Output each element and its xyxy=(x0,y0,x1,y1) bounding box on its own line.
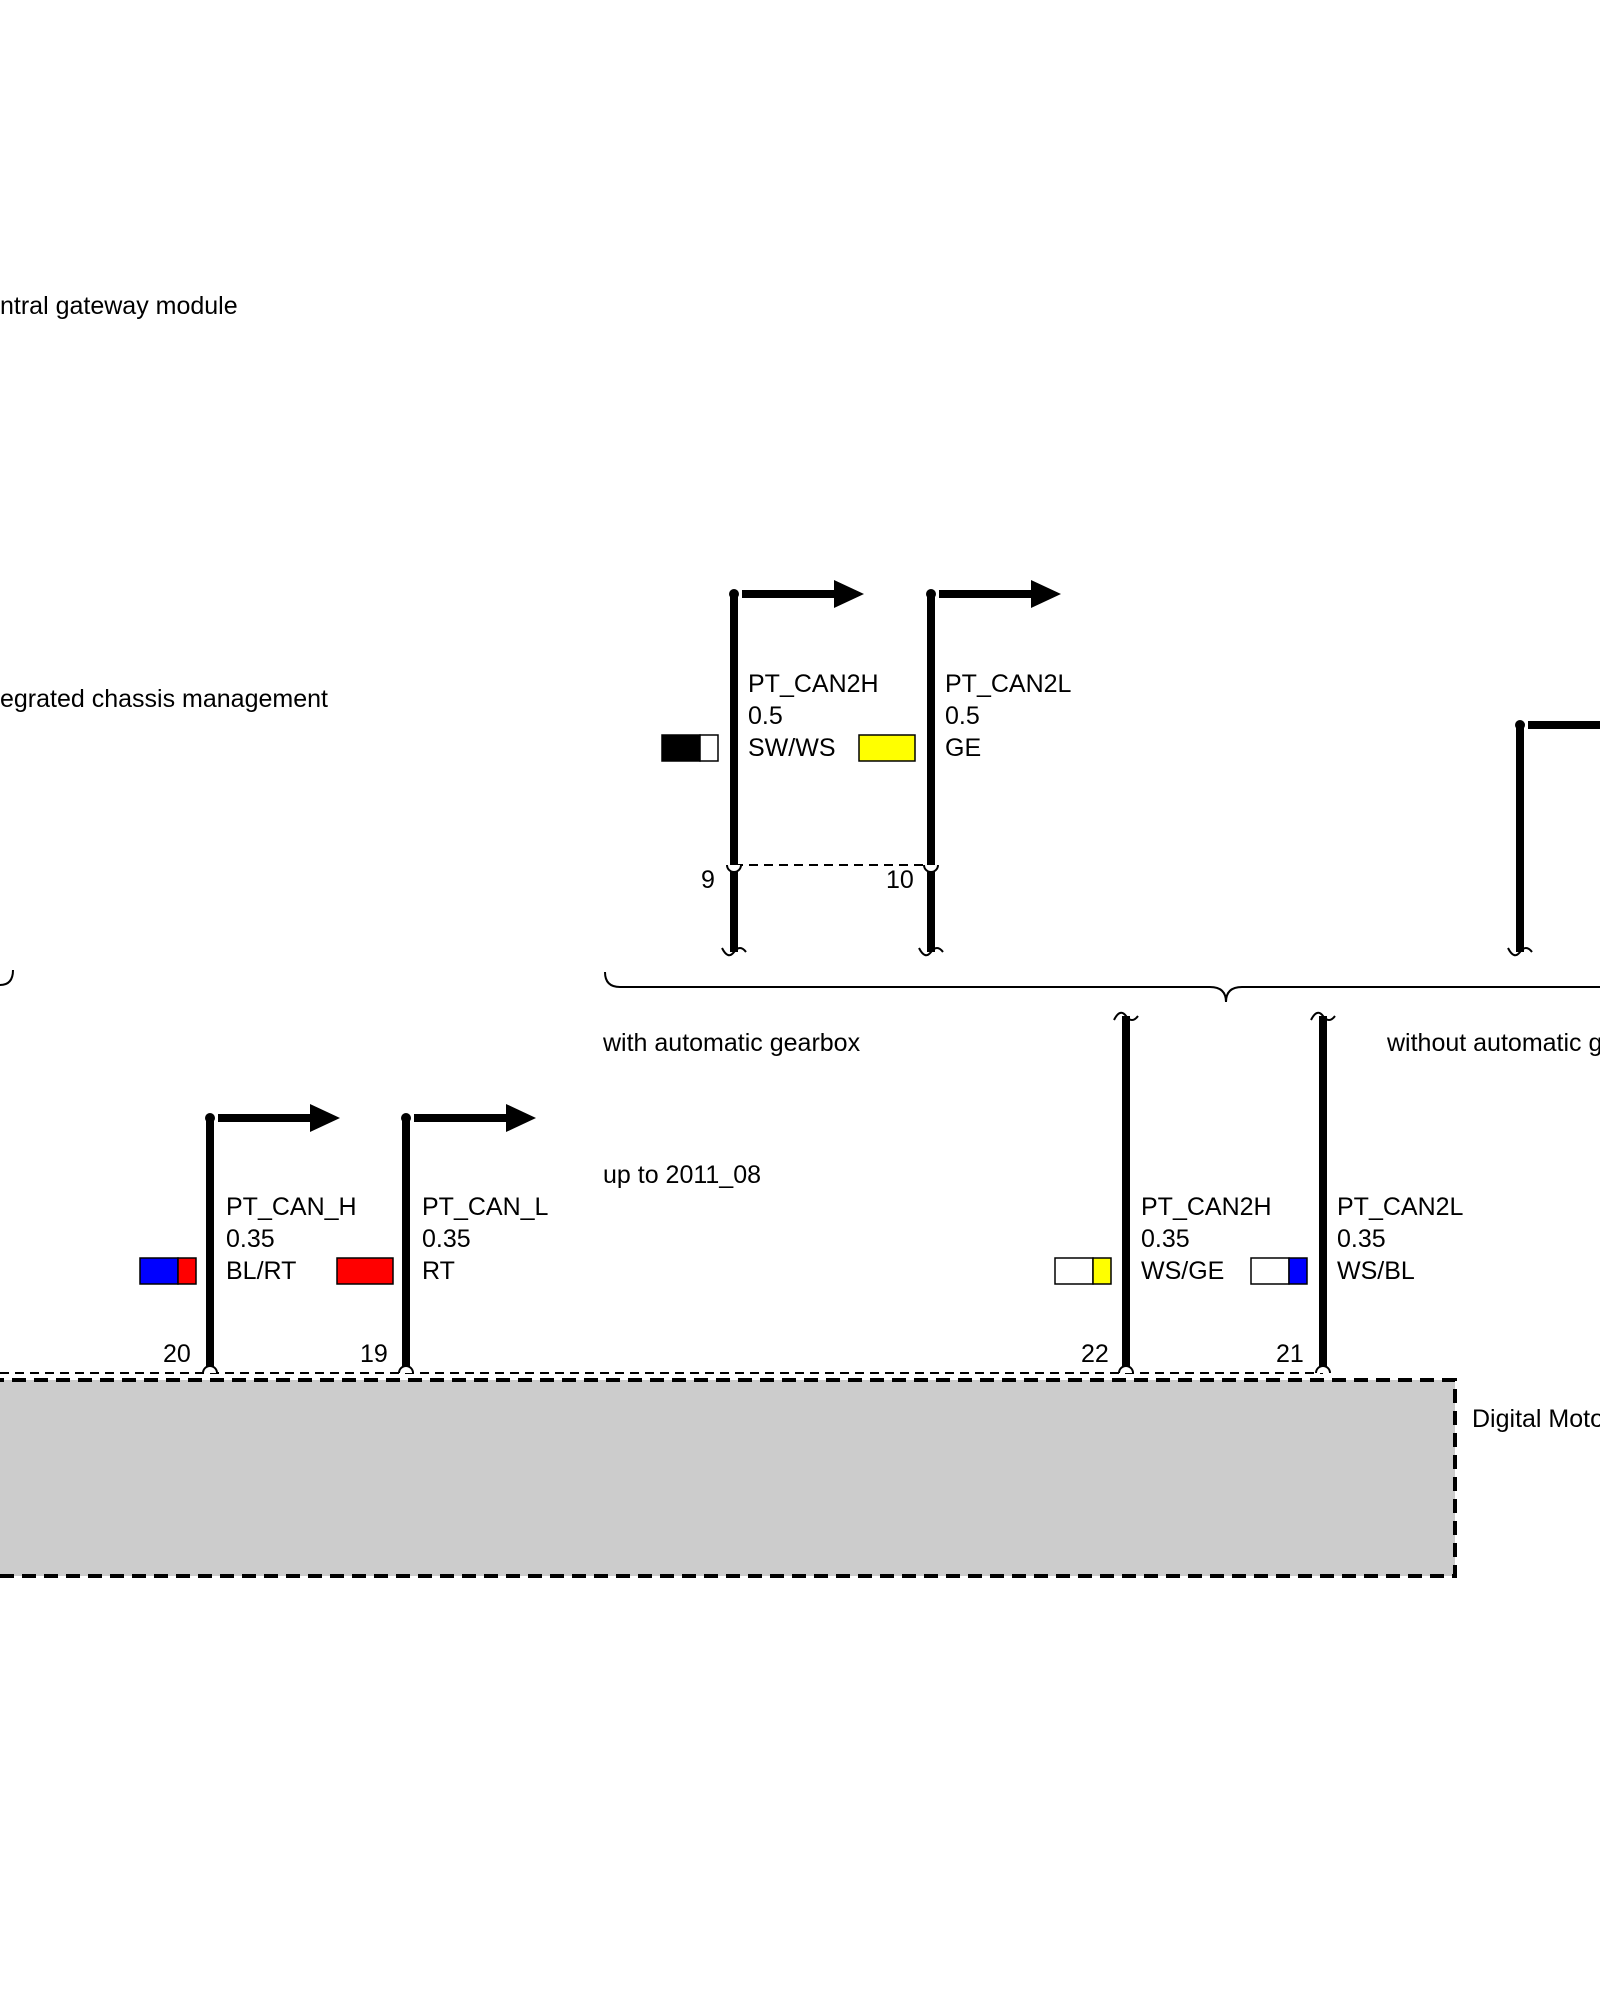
wire-signal: PT_CAN_L xyxy=(422,1193,549,1221)
pin-socket-icon xyxy=(1315,1365,1331,1374)
wire-gauge: 0.5 xyxy=(748,702,783,730)
pin-number: 20 xyxy=(163,1340,191,1368)
color-swatch-ge xyxy=(858,734,916,762)
wire-break-icon xyxy=(721,947,747,957)
up-to-date-label: up to 2011_08 xyxy=(603,1161,761,1189)
junction-dot xyxy=(401,1113,411,1123)
pin-socket-icon xyxy=(1118,1365,1134,1374)
color-swatch-ws xyxy=(699,734,719,762)
wire-break-icon xyxy=(918,947,944,957)
junction-dot xyxy=(1515,720,1525,730)
pin-number: 22 xyxy=(1081,1340,1109,1368)
wire-10: PT_CAN2L 0.5 GE 10 xyxy=(858,580,1072,957)
junction-dot xyxy=(926,589,936,599)
gearbox-option-brace xyxy=(604,971,1600,1003)
with-auto-gearbox-label: with automatic gearbox xyxy=(602,1029,861,1057)
wire-gauge: 0.35 xyxy=(226,1225,275,1253)
arrow-right-icon xyxy=(1031,580,1061,608)
wire-gauge: 0.5 xyxy=(945,702,980,730)
dme-module-label: Digital Moto xyxy=(1472,1405,1600,1433)
wire-gauge: 0.35 xyxy=(1337,1225,1386,1253)
pin-socket-icon xyxy=(726,864,742,873)
wire-gauge: 0.35 xyxy=(1141,1225,1190,1253)
without-auto-gearbox-label: without automatic g xyxy=(1386,1029,1600,1057)
wire-color-code: SW/WS xyxy=(748,734,836,762)
wire-color-code: WS/BL xyxy=(1337,1257,1415,1285)
junction-dot xyxy=(205,1113,215,1123)
wire-9: PT_CAN2H 0.5 SW/WS 9 xyxy=(661,580,879,957)
dme-module-box xyxy=(0,1378,1457,1578)
wire-partial-right xyxy=(1507,720,1600,957)
wire-gauge: 0.35 xyxy=(422,1225,471,1253)
pin-number: 19 xyxy=(360,1340,388,1368)
central-gateway-label: ntral gateway module xyxy=(0,292,238,320)
wire-signal: PT_CAN2H xyxy=(748,670,879,698)
wire-signal: PT_CAN2L xyxy=(945,670,1072,698)
color-swatch-bl xyxy=(1288,1257,1308,1285)
wire-19: PT_CAN_L 0.35 RT 19 xyxy=(336,1104,549,1374)
wire-color-code: BL/RT xyxy=(226,1257,296,1285)
wire-color-code: WS/GE xyxy=(1141,1257,1224,1285)
left-brace-fragment xyxy=(0,969,14,986)
arrow-right-icon xyxy=(834,580,864,608)
arrow-right-icon xyxy=(310,1104,340,1132)
wire-22: PT_CAN2H 0.35 WS/GE 22 xyxy=(1054,1011,1272,1374)
pin-number: 10 xyxy=(886,866,914,894)
junction-dot xyxy=(729,589,739,599)
wire-signal: PT_CAN2L xyxy=(1337,1193,1464,1221)
pin-number: 21 xyxy=(1276,1340,1304,1368)
color-swatch-rt xyxy=(336,1257,394,1285)
wire-color-code: GE xyxy=(945,734,981,762)
wire-break-icon xyxy=(1507,947,1533,957)
arrow-right-icon xyxy=(506,1104,536,1132)
color-swatch-ws xyxy=(1054,1257,1094,1285)
pin-number: 9 xyxy=(701,866,715,894)
color-swatch-bl xyxy=(139,1257,179,1285)
color-swatch-rt xyxy=(177,1257,197,1285)
color-swatch-ge xyxy=(1092,1257,1112,1285)
pin-socket-icon xyxy=(202,1365,218,1374)
wire-signal: PT_CAN_H xyxy=(226,1193,357,1221)
color-swatch-sw xyxy=(661,734,701,762)
wire-signal: PT_CAN2H xyxy=(1141,1193,1272,1221)
pin-socket-icon xyxy=(398,1365,414,1374)
integrated-chassis-label: egrated chassis management xyxy=(0,685,328,713)
wire-20: PT_CAN_H 0.35 BL/RT 20 xyxy=(139,1104,357,1374)
wire-color-code: RT xyxy=(422,1257,455,1285)
color-swatch-ws xyxy=(1250,1257,1290,1285)
wire-21: PT_CAN2L 0.35 WS/BL 21 xyxy=(1250,1011,1464,1374)
pin-socket-icon xyxy=(923,864,939,873)
